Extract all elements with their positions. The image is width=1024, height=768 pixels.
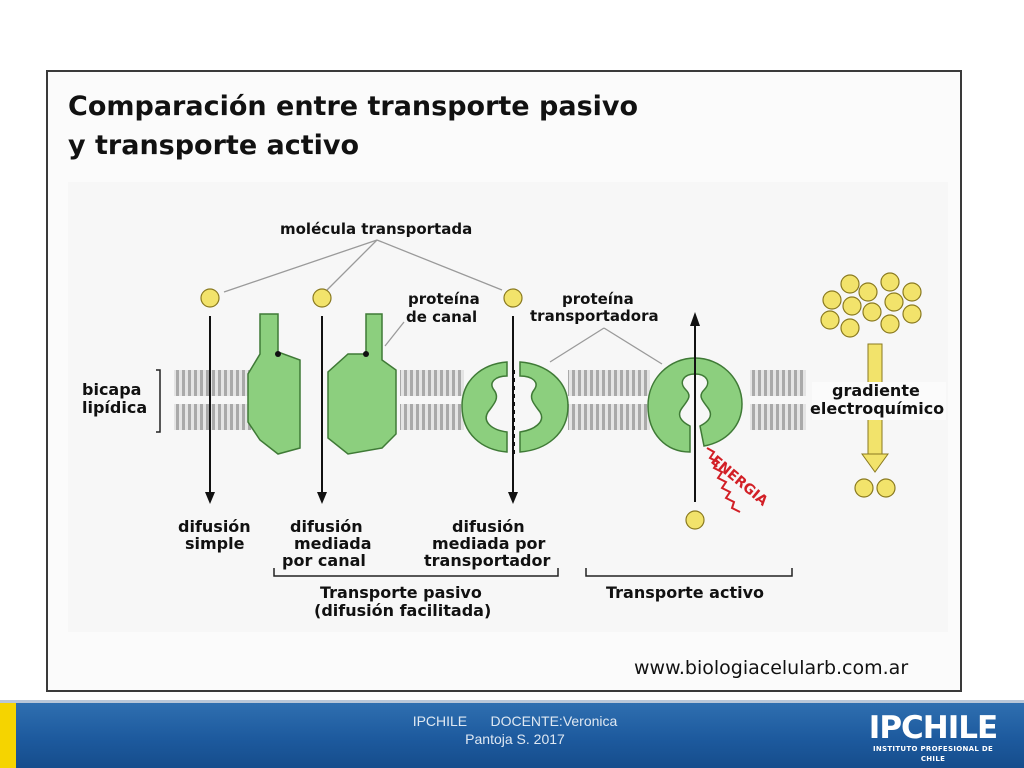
channel-gate-dot-right xyxy=(363,351,369,357)
label-channel-protein-2: de canal xyxy=(406,308,477,326)
footer-credit-line1: IPCHILE DOCENTE:Veronica xyxy=(412,713,618,729)
label-carrier-1: difusión xyxy=(452,517,525,536)
label-gradient-1: gradiente xyxy=(832,381,920,400)
molecule-active xyxy=(685,510,705,530)
molecule-carrier xyxy=(503,288,523,308)
bracket-passive xyxy=(273,568,559,577)
footer-bar xyxy=(0,703,1024,768)
channel-label-line xyxy=(384,321,405,347)
logo-wordmark: IPCHILE xyxy=(868,710,998,746)
label-carrier-3: transportador xyxy=(424,551,550,570)
footer-accent-stripe xyxy=(0,703,16,768)
label-passive-2: (difusión facilitada) xyxy=(314,601,491,620)
logo-subtitle: INSTITUTO PROFESIONAL DE CHILE xyxy=(872,745,994,763)
lipid-bilayer xyxy=(174,370,806,430)
ipchile-logo: IPCHILE INSTITUTO PROFESIONAL DE CHILE xyxy=(864,710,1002,763)
label-bilayer-2: lipídica xyxy=(82,398,147,417)
label-simple-1: difusión xyxy=(178,517,251,536)
transport-diagram-figure: Comparación entre transporte pasivo y tr… xyxy=(46,70,962,692)
label-carrier-protein-1: proteína xyxy=(562,290,634,308)
channel-protein xyxy=(247,313,397,455)
figure-title-line2: y transporte activo xyxy=(68,130,359,161)
label-simple-2: simple xyxy=(185,534,245,553)
label-gradient-2: electroquímico xyxy=(810,399,944,418)
molecule-channel xyxy=(312,288,332,308)
label-channel-2: mediada xyxy=(294,534,372,553)
footer-credit-line2: Pantoja S. 2017 xyxy=(465,731,565,747)
source-url: www.biologiacelularb.com.ar xyxy=(634,657,908,679)
gradient-label-backdrop xyxy=(812,382,946,420)
channel-gate-dot-left xyxy=(275,351,281,357)
bracket-active xyxy=(585,568,793,577)
carrier-label-lines xyxy=(549,327,663,365)
carrier-protein-passive xyxy=(461,361,569,453)
label-channel-1: difusión xyxy=(290,517,363,536)
label-active: Transporte activo xyxy=(606,583,764,602)
molecule-simple xyxy=(200,288,220,308)
label-carrier-protein-2: transportadora xyxy=(530,307,659,325)
bilayer-bracket xyxy=(156,369,161,433)
label-channel-protein-1: proteína xyxy=(408,290,480,308)
arrow-carrier-head xyxy=(508,492,518,504)
label-passive-1: Transporte pasivo xyxy=(320,583,482,602)
arrow-channel-head xyxy=(317,492,327,504)
energy-squiggle xyxy=(706,447,741,513)
gradient-molecule-low-1 xyxy=(854,478,874,498)
label-bilayer-1: bicapa xyxy=(82,380,141,399)
gradient-arrow-head xyxy=(861,453,889,473)
label-channel-3: por canal xyxy=(282,551,366,570)
molecule-label-lines xyxy=(223,239,503,293)
diagram-canvas: Comparación entre transporte pasivo y tr… xyxy=(68,91,948,679)
arrow-simple-head xyxy=(205,492,215,504)
gradient-molecule-cluster xyxy=(820,272,922,338)
label-molecule: molécula transportada xyxy=(280,220,472,238)
figure-title-line1: Comparación entre transporte pasivo xyxy=(68,91,638,122)
footer-credit: IPCHILE DOCENTE:Veronica Pantoja S. 2017 xyxy=(380,712,650,748)
label-carrier-2: mediada por xyxy=(432,534,546,553)
footer-divider xyxy=(0,700,1024,703)
gradient-molecule-low-2 xyxy=(876,478,896,498)
arrow-active-head xyxy=(690,312,700,326)
